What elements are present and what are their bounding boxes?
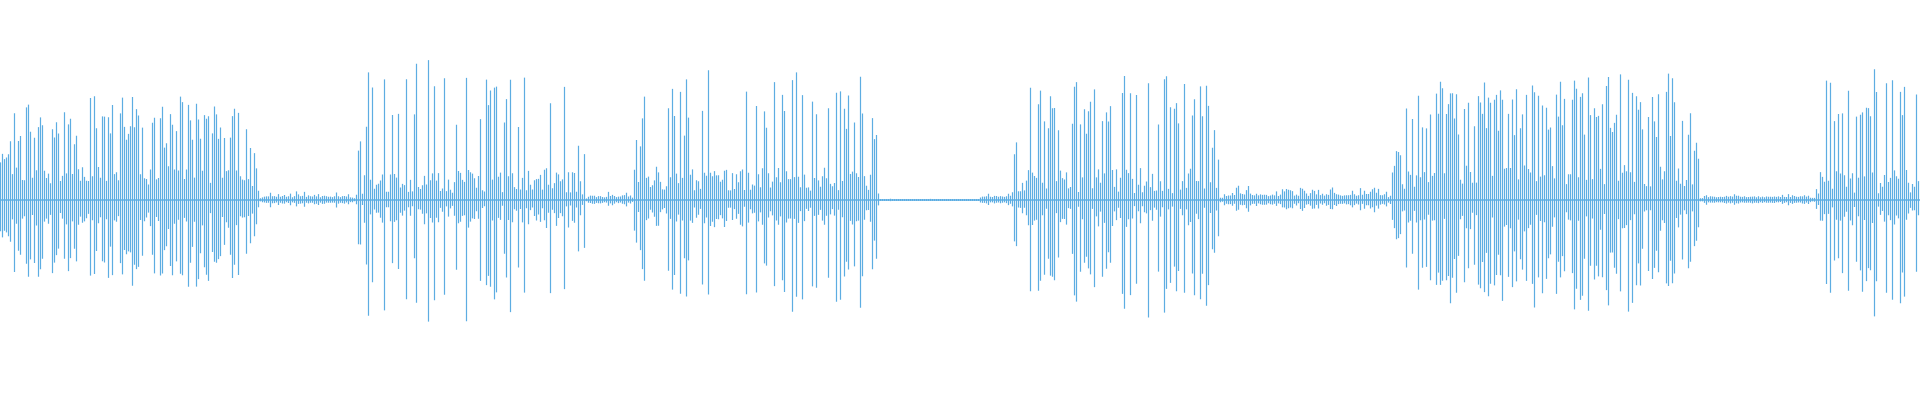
waveform-path — [0, 60, 1920, 322]
waveform-bars — [0, 60, 1920, 322]
